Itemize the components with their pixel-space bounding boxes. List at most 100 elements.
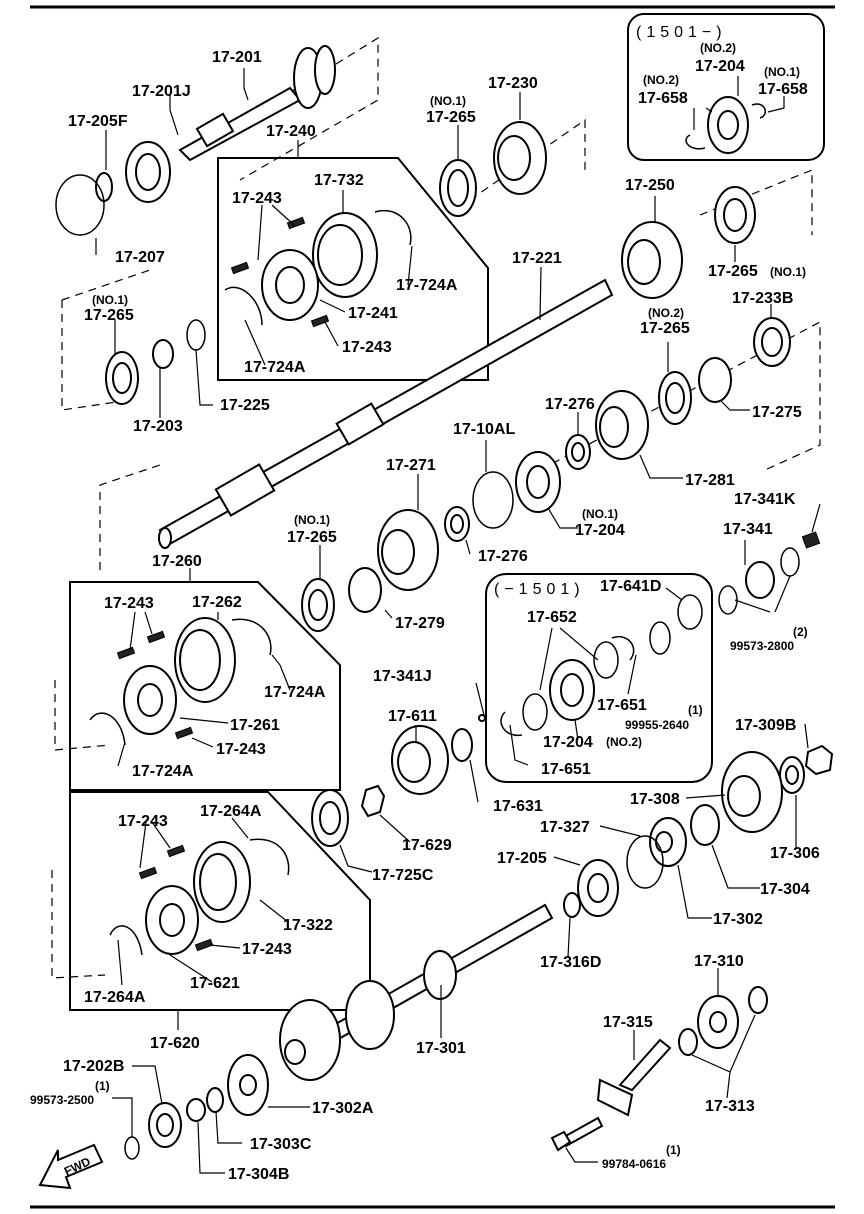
label-17-225: 17-225 (220, 397, 270, 414)
label-17-732: 17-732 (314, 172, 364, 189)
bearing-17-205 (577, 859, 619, 917)
needle-bearing-17-233B (753, 317, 791, 367)
label-17-611: 17-611 (388, 708, 437, 725)
leader-lines (95, 68, 821, 1174)
label-17-201J: 17-201J (132, 83, 191, 100)
bearing-17-204-inset (707, 96, 749, 154)
label-17-306: 17-306 (770, 845, 820, 862)
synchro-17-620 (109, 838, 290, 956)
label-17-264A-b: 17-264A (84, 989, 146, 1006)
label-17-204-c: 17-204 (543, 734, 593, 751)
label-17-265-a: 17-265 (426, 109, 476, 126)
label-seq-top: (1501−) (636, 24, 727, 41)
shim-17-327 (626, 835, 664, 889)
seal-17-631 (451, 728, 473, 762)
label-17-243-b: 17-243 (342, 339, 392, 356)
label-17-629: 17-629 (402, 837, 452, 854)
label-17-724A-b: 17-724A (244, 359, 306, 376)
label-17-725C: 17-725C (372, 867, 434, 884)
label-no1-e: (NO.1) (582, 507, 618, 521)
label-17-341: 17-341 (723, 521, 773, 538)
needle-bearing-17-203 (152, 339, 174, 369)
label-17-621: 17-621 (190, 975, 240, 992)
label-17-10AL: 17-10AL (453, 421, 515, 438)
label-17-240: 17-240 (266, 123, 316, 140)
label-17-265-c: 17-265 (84, 307, 134, 324)
label-qty-2: (2) (793, 625, 808, 639)
label-17-204-b: 17-204 (575, 522, 625, 539)
label-17-724A-a: 17-724A (396, 277, 458, 294)
label-17-341K: 17-341K (734, 491, 796, 508)
bearing-17-204-no1 (515, 451, 561, 513)
label-17-205F: 17-205F (68, 113, 128, 130)
label-17-651-a: 17-651 (597, 697, 647, 714)
snap-ring-99573-2800-b (780, 547, 800, 577)
sleeve-17-303C (206, 1087, 224, 1113)
label-no2-d: (NO.2) (606, 735, 642, 749)
label-17-658-a: 17-658 (638, 90, 688, 107)
label-17-233B: 17-233B (732, 290, 793, 307)
label-17-279: 17-279 (395, 615, 445, 632)
synchro-ring-17-265-mid (301, 578, 335, 632)
label-17-276-b: 17-276 (478, 548, 528, 565)
gear-17-611 (391, 725, 449, 795)
label-17-243-e: 17-243 (118, 813, 168, 830)
gear-17-302A (227, 1054, 269, 1116)
label-17-243-f: 17-243 (242, 941, 292, 958)
label-17-204-a: 17-204 (695, 58, 745, 75)
group-box-seq-mid (485, 573, 713, 783)
bearing-17-306 (779, 756, 805, 794)
snap-ring-99573-2500 (124, 1136, 140, 1160)
label-17-201: 17-201 (212, 49, 262, 66)
label-17-302: 17-302 (713, 911, 763, 928)
sleeve-17-304 (690, 804, 720, 846)
label-17-241: 17-241 (348, 305, 398, 322)
label-17-264A-a: 17-264A (200, 803, 262, 820)
label-no2-c: (NO.2) (648, 306, 684, 320)
label-17-275: 17-275 (752, 404, 802, 421)
label-17-341J: 17-341J (373, 668, 432, 685)
label-17-281: 17-281 (685, 472, 735, 489)
label-no1-a: (NO.1) (430, 94, 466, 108)
ring-17-316D (563, 892, 581, 918)
label-17-315: 17-315 (603, 1014, 653, 1031)
bearing-17-201J (125, 141, 171, 203)
label-17-202B: 17-202B (63, 1058, 124, 1075)
clip-17-658-right (751, 103, 767, 119)
label-no1-f: (NO.1) (294, 513, 330, 527)
label-17-243-d: 17-243 (216, 741, 266, 758)
label-17-651-b: 17-651 (541, 761, 591, 778)
gear-17-281 (595, 390, 649, 460)
main-shaft-17-221 (158, 278, 614, 549)
washer-17-313-b (678, 1028, 698, 1056)
label-17-265-b: 17-265 (708, 263, 758, 280)
shaft-17-315 (596, 1038, 672, 1117)
label-seq-mid: (−1501) (494, 581, 585, 598)
bolt-99784-0616 (550, 1116, 604, 1152)
label-17-301: 17-301 (416, 1040, 466, 1057)
synchro-ring-17-265-left (105, 351, 139, 405)
key-17-341K (801, 531, 821, 549)
label-17-262: 17-262 (192, 594, 242, 611)
label-17-322: 17-322 (283, 917, 333, 934)
label-no1-c: (NO.1) (770, 265, 806, 279)
sleeve-17-279 (348, 567, 382, 613)
synchro-ring-17-265-no2 (658, 371, 692, 425)
countershaft-17-301 (279, 903, 554, 1081)
label-17-313: 17-313 (705, 1098, 755, 1115)
nut-17-629 (360, 784, 386, 818)
group-box-17-240 (217, 157, 489, 381)
bearing-17-202B (148, 1102, 182, 1148)
label-qty-1c: (1) (666, 1143, 681, 1157)
label-17-230: 17-230 (488, 75, 538, 92)
clip-17-651-top (611, 635, 635, 661)
label-no1-b: (NO.1) (764, 65, 800, 79)
gear-17-250 (621, 221, 683, 299)
gear-17-230 (493, 121, 547, 195)
label-17-265-e: 17-265 (287, 529, 337, 546)
group-box-17-620 (69, 791, 371, 1011)
label-99784-0616: 99784-0616 (602, 1157, 666, 1171)
label-no2-a: (NO.2) (700, 41, 736, 55)
part-labels: 17-201 17-201J 17-205F 17-207 17-240 17-… (30, 24, 820, 1183)
bearing-17-204-no2 (549, 659, 595, 721)
